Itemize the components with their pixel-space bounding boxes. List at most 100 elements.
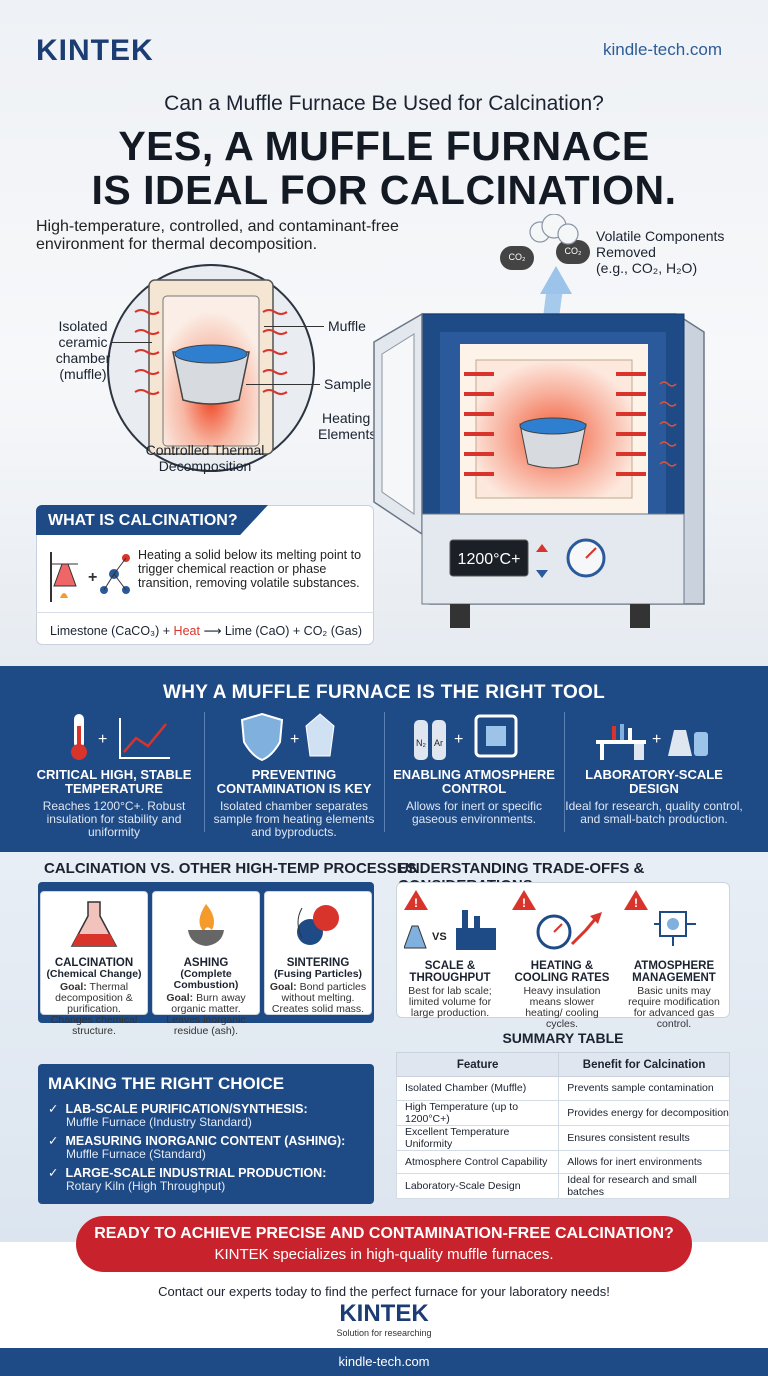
why-item-atmosphere: ENABLING ATMOSPHERE CONTROL Allows for i… — [384, 768, 564, 826]
table-cell: Ensures consistent results — [558, 1124, 730, 1151]
divider — [204, 712, 205, 832]
check-icon: ✓ — [48, 1102, 59, 1116]
choice-panel — [38, 1064, 374, 1204]
compare-card-title: SINTERING — [286, 957, 350, 969]
choice-item-sub: Muffle Furnace (Standard) — [66, 1147, 206, 1161]
compare-title: CALCINATION VS. OTHER HIGH-TEMP PROCESSE… — [44, 860, 417, 877]
compare-card-sintering: SINTERING (Fusing Particles) Goal: Bond … — [264, 891, 372, 1015]
co2-molecule: CO₂ — [500, 246, 534, 270]
choice-item-head: LAB-SCALE PURIFICATION/SYNTHESIS: — [65, 1102, 308, 1116]
check-icon: ✓ — [48, 1134, 59, 1148]
tradeoff-atmosphere: ATMOSPHERE MANAGEMENT Basic units may re… — [622, 960, 726, 1030]
gas-label-n2: N₂ — [416, 738, 426, 748]
choice-item: ✓ MEASURING INORGANIC CONTENT (ASHING): … — [48, 1134, 345, 1161]
site-link[interactable]: kindle-tech.com — [603, 40, 723, 59]
table-cell: Prevents sample contamination — [558, 1076, 730, 1101]
summary-table: Feature Benefit for Calcination Isolated… — [395, 1052, 730, 1200]
table-row: Isolated Chamber (Muffle)Prevents sample… — [395, 1076, 730, 1101]
hero-headline-1: YES, A MUFFLE FURNACE — [118, 123, 650, 169]
table-cell: Laboratory-Scale Design — [395, 1173, 560, 1200]
tradeoff-title: SCALE & THROUGHPUT — [409, 960, 491, 984]
table-row: High Temperature (up to 1200°C+)Provides… — [395, 1099, 730, 1126]
why-item-desc: Isolated chamber separates sample from h… — [213, 799, 375, 839]
table-cell: Excellent Temperature Uniformity — [395, 1124, 560, 1151]
why-item-title: CRITICAL HIGH, STABLE TEMPERATURE — [36, 767, 192, 796]
tradeoff-desc: Basic units may require modification for… — [628, 985, 720, 1030]
label-isolated-1: Isolated — [58, 318, 108, 334]
table-header-row: Feature Benefit for Calcination — [395, 1052, 730, 1077]
temperature-display: 1200°C+ — [458, 551, 521, 568]
compare-card-desc: Goal: Thermal decomposition & purificati… — [41, 982, 147, 1037]
why-item-contamination: PREVENTING CONTAMINATION IS KEY Isolated… — [204, 768, 384, 839]
choice-item: ✓ LAB-SCALE PURIFICATION/SYNTHESIS: Muff… — [48, 1102, 308, 1129]
muffle-chamber-illustration — [107, 264, 315, 472]
footer-bar: kindle-tech.com — [0, 1348, 768, 1376]
goal-text: Bond particles without melting. Creates … — [271, 981, 367, 1015]
compare-card-desc: Goal: Bond particles without melting. Cr… — [265, 982, 371, 1015]
choice-item: ✓ LARGE-SCALE INDUSTRIAL PRODUCTION: Rot… — [48, 1166, 326, 1193]
choice-item-sub: Rotary Kiln (High Throughput) — [66, 1179, 226, 1193]
tradeoff-desc: Best for lab scale; limited volume for l… — [408, 985, 492, 1019]
divider — [564, 712, 565, 832]
goal-label: Goal: — [166, 992, 194, 1004]
equation-right: ⟶ Lime (CaO) + CO₂ (Gas) — [203, 624, 362, 638]
compare-card-sub: (Chemical Change) — [46, 968, 142, 980]
compare-card-sub: (Fusing Particles) — [273, 968, 363, 980]
goal-label: Goal: — [269, 981, 297, 993]
goal-text: Thermal decomposition & purification. Ch… — [50, 981, 138, 1037]
compare-card-title: ASHING — [183, 957, 229, 969]
cta-banner[interactable]: READY TO ACHIEVE PRECISE AND CONTAMINATI… — [76, 1216, 692, 1272]
choice-item-head: MEASURING INORGANIC CONTENT (ASHING): — [65, 1134, 346, 1148]
why-item-desc: Allows for inert or specific gaseous env… — [405, 799, 543, 826]
cta-subline: KINTEK specializes in high-quality muffl… — [214, 1246, 554, 1263]
label-sample: Sample — [324, 376, 372, 392]
contact-text: Contact our experts today to find the pe… — [158, 1284, 610, 1299]
leader-line — [264, 326, 324, 327]
thermometer-chart-icon: + — [71, 714, 170, 760]
table-cell: Provides energy for decomposition — [558, 1099, 730, 1126]
why-item-title: ENABLING ATMOSPHERE CONTROL — [393, 767, 555, 796]
svg-text:+: + — [454, 731, 463, 748]
gas-control-icon: ! — [624, 890, 696, 946]
footer-site-link[interactable]: kindle-tech.com — [338, 1354, 430, 1369]
compare-card-ashing: ASHING (Complete Combustion) Goal: Burn … — [152, 891, 260, 1037]
footer-logo[interactable]: KINTEK — [339, 1300, 429, 1327]
svg-text:!: ! — [634, 896, 638, 910]
choice-title: MAKING THE RIGHT CHOICE — [48, 1074, 285, 1093]
stopwatch-icon: ! — [512, 890, 602, 950]
calcination-equation: Limestone (CaCO₃) + Heat ⟶ Lime (CaO) + … — [36, 612, 374, 644]
goal-label: Goal: — [59, 981, 87, 993]
vs-label: VS — [432, 931, 447, 943]
svg-text:+: + — [98, 731, 107, 748]
tradeoff-heating: HEATING & COOLING RATES Heavy insulation… — [510, 960, 614, 1030]
why-item-desc: Ideal for research, quality control, and… — [565, 799, 743, 826]
label-volatile-1: Volatile Components — [596, 228, 725, 244]
flask-vs-factory-icon: ! VS — [404, 890, 496, 950]
gas-label-ar: Ar — [434, 738, 443, 748]
leader-line — [246, 384, 320, 385]
compare-card-desc: Goal: Burn away organic matter. Leaves i… — [153, 993, 259, 1037]
tradeoff-scale: SCALE & THROUGHPUT Best for lab scale; l… — [398, 960, 502, 1019]
hero-subtitle-1: High-temperature, controlled, and contam… — [36, 218, 399, 235]
label-isolated-3: chamber — [55, 350, 111, 366]
table-cell: Ideal for research and small batches — [558, 1173, 730, 1200]
cta-headline: READY TO ACHIEVE PRECISE AND CONTAMINATI… — [94, 1225, 674, 1242]
equation-heat: Heat — [173, 624, 200, 638]
label-volatile-3: (e.g., CO₂, H₂O) — [596, 260, 698, 276]
leader-line — [112, 342, 152, 343]
label-controlled-1: Controlled Thermal — [145, 442, 265, 458]
svg-text:+: + — [290, 731, 299, 748]
table-cell: Allows for inert environments — [558, 1149, 730, 1175]
muffle-furnace-illustration: 1200°C+ — [373, 214, 705, 628]
svg-text:!: ! — [414, 896, 418, 910]
summary-title: SUMMARY TABLE — [502, 1030, 624, 1046]
label-heating-2: Elements — [318, 426, 377, 442]
compare-card-sub: (Complete Combustion) — [173, 968, 239, 991]
kintek-logo[interactable]: KINTEK — [36, 34, 154, 67]
hero-question: Can a Muffle Furnace Be Used for Calcina… — [164, 92, 604, 115]
hero-headline-2: IS IDEAL FOR CALCINATION. — [91, 167, 677, 213]
goal-text: Burn away organic matter. Leaves inorgan… — [166, 992, 246, 1037]
